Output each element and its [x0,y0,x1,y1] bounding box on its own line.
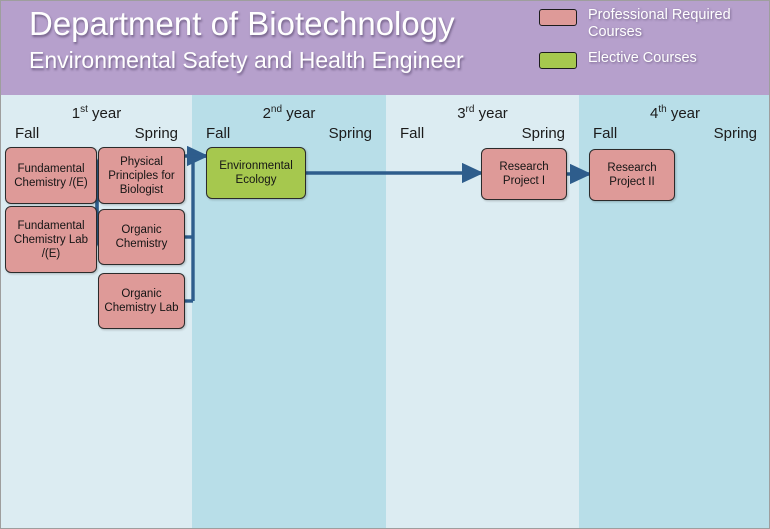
course-box-fundamental-chemistry-lab[interactable]: Fundamental Chemistry Lab /(E) [5,206,97,273]
legend-item-elective: Elective Courses [539,50,767,69]
page-header: Department of Biotechnology Environmenta… [1,1,769,95]
course-box-environmental-ecology[interactable]: Environmental Ecology [206,147,306,199]
course-label: Organic Chemistry [115,224,168,250]
course-label: Environmental Ecology [219,160,293,186]
legend-label-required: Professional Required Courses [588,7,731,40]
page-subtitle: Environmental Safety and Health Engineer [29,47,464,73]
page-title: Department of Biotechnology [29,5,455,42]
legend: Professional Required Courses Elective C… [539,7,767,78]
course-label: Research Project I [499,161,549,187]
course-label: Fundamental Chemistry /(E) [14,162,88,189]
legend-item-required: Professional Required Courses [539,7,767,41]
course-label: Research Project II [607,162,657,188]
legend-swatch-elective [539,52,577,69]
course-box-organic-chemistry[interactable]: Organic Chemistry [98,209,185,265]
legend-label-elective: Elective Courses [588,50,697,66]
course-label: Organic Chemistry Lab [104,288,179,314]
course-box-research-project-2[interactable]: Research Project II [589,149,675,201]
title-block: Department of Biotechnology Environmenta… [29,3,529,75]
legend-swatch-required [539,9,577,26]
course-box-physical-principles[interactable]: Physical Principles for Biologist [98,147,185,204]
course-box-research-project-1[interactable]: Research Project I [481,148,567,200]
course-label: Fundamental Chemistry Lab /(E) [13,219,89,260]
course-box-organic-chemistry-lab[interactable]: Organic Chemistry Lab [98,273,185,329]
course-box-fundamental-chemistry[interactable]: Fundamental Chemistry /(E) [5,147,97,204]
course-label: Physical Principles for Biologist [108,155,175,196]
